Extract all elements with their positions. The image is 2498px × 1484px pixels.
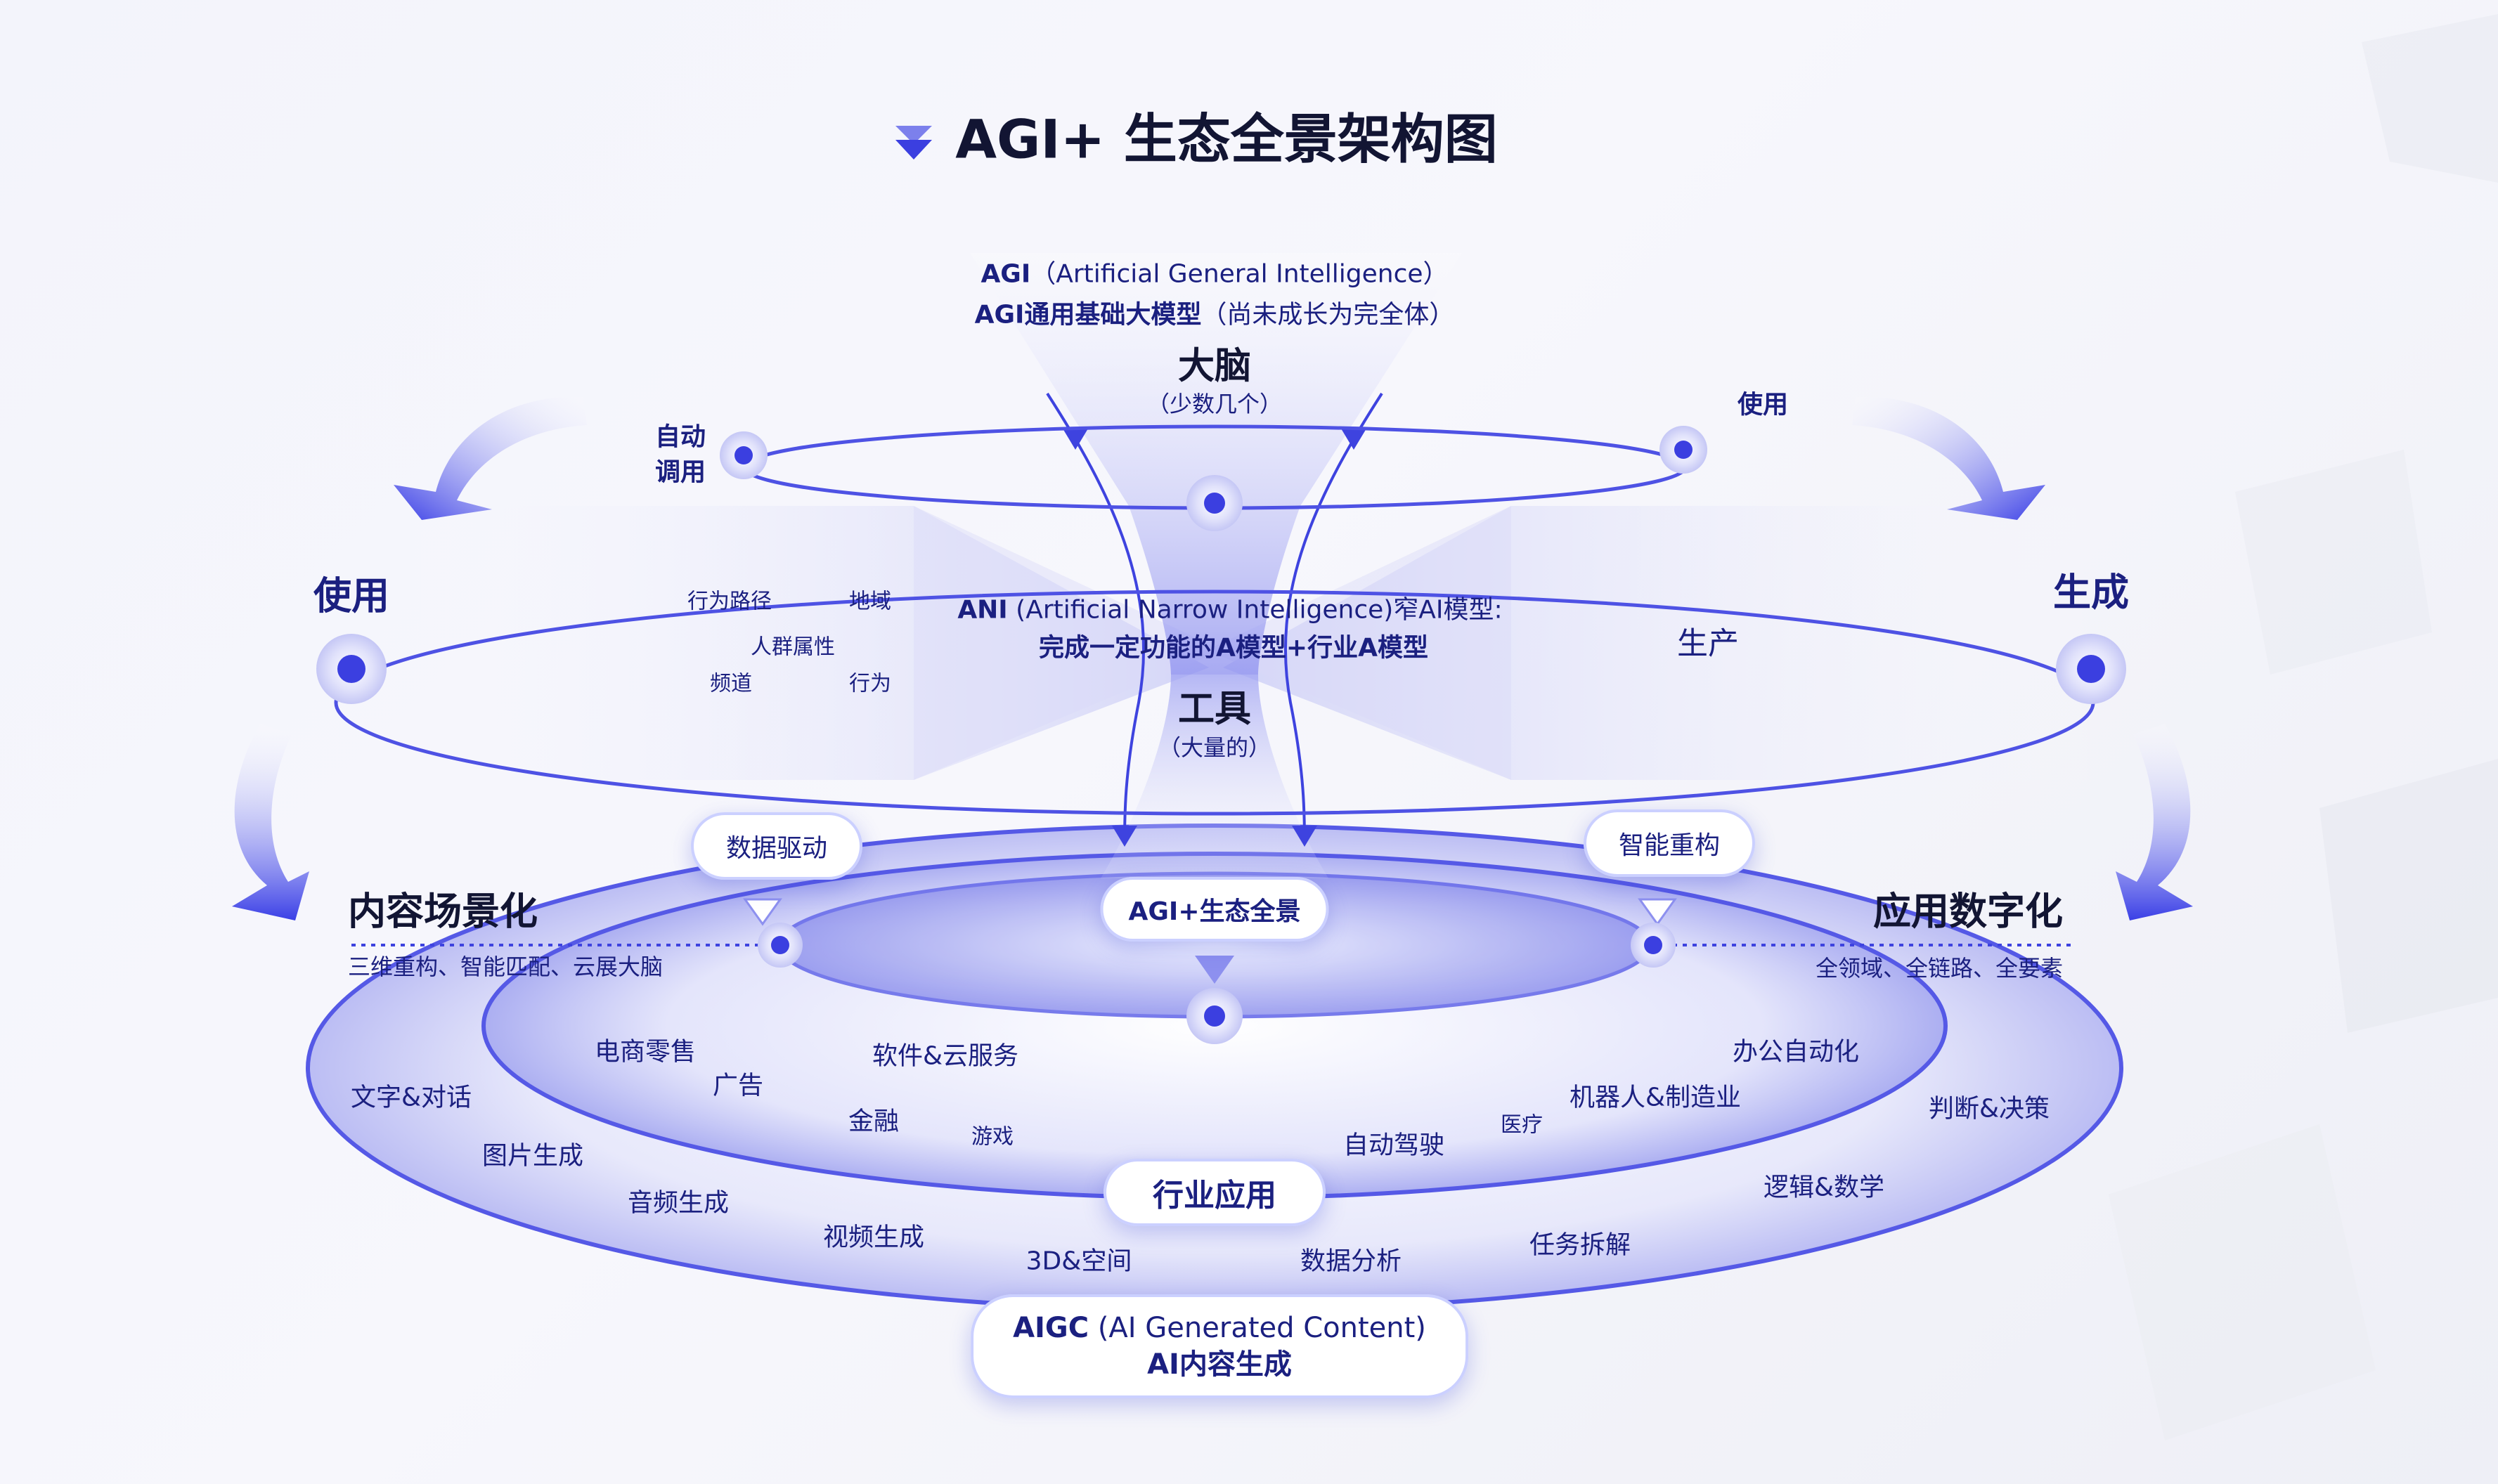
ani-line-1: ANI (Artificial Narrow Intelligence)窄AI模… [957, 594, 1502, 626]
inner-item-software: 软件&云服务 [872, 1041, 1019, 1071]
aigc-pill: AIGC (AI Generated Content) AI内容生成 [971, 1294, 1468, 1398]
aigc-rest: (AI Generated Content) [1089, 1312, 1426, 1344]
arrow-right-down [2116, 724, 2193, 920]
outer-item-logic: 逻辑&数学 [1763, 1173, 1885, 1202]
outer-item-judgement: 判断&决策 [1928, 1094, 2050, 1124]
agi-line-1-bold: AGI [981, 259, 1031, 289]
inner-item-autodrive: 自动驾驶 [1342, 1131, 1445, 1160]
page-title: AGI+ 生态全景架构图 [955, 108, 1498, 171]
x-plane-left [351, 506, 1209, 780]
outer-item-3d: 3D&空间 [1025, 1247, 1132, 1276]
tag-region: 地域 [849, 589, 891, 614]
arrow-top-left [394, 396, 587, 520]
brain-note: （少数几个） [1146, 391, 1283, 417]
inner-item-medical: 医疗 [1501, 1112, 1543, 1138]
aigc-line-1: AIGC (AI Generated Content) [1013, 1310, 1426, 1346]
inner-item-finance: 金融 [848, 1107, 900, 1136]
inner-item-ecommerce: 电商零售 [594, 1037, 697, 1067]
auto-call-label-1: 自动 [654, 422, 706, 452]
outer-item-task-split: 任务拆解 [1529, 1230, 1631, 1260]
agi-line-2-rest: （尚未成长为完全体） [1201, 300, 1455, 330]
middle-use-label: 使用 [313, 573, 389, 618]
inner-item-robotics: 机器人&制造业 [1569, 1083, 1742, 1112]
tag-behavior-path: 行为路径 [687, 589, 772, 614]
agi-eco-pill: AGI+生态全景 [1100, 877, 1329, 942]
arrow-top-right [1852, 396, 2045, 520]
auto-call-label-2: 调用 [654, 457, 706, 487]
app-digital-sub: 全领域、全链路、全要素 [1815, 955, 2063, 982]
x-plane-right [1223, 506, 2144, 780]
agi-line-2-bold: AGI通用基础大模型 [974, 300, 1202, 330]
tool-note: （大量的） [1158, 734, 1271, 761]
aigc-line-2: AI内容生成 [1147, 1348, 1292, 1381]
agi-line-1: AGI（Artificial General Intelligence） [981, 259, 1448, 290]
outer-item-image: 图片生成 [481, 1141, 584, 1171]
industry-app-pill: 行业应用 [1104, 1159, 1326, 1226]
produce-label: 生产 [1677, 625, 1739, 662]
inner-item-ads: 广告 [712, 1071, 764, 1100]
outer-item-text: 文字&对话 [350, 1083, 472, 1112]
background-cubes [2109, 14, 2498, 1440]
funnel-top [970, 253, 1462, 675]
smart-rebuild-pill: 智能重构 [1583, 809, 1756, 877]
inner-item-office: 办公自动化 [1732, 1037, 1860, 1067]
x-plane-center [914, 506, 1511, 780]
outer-item-audio: 音频生成 [627, 1188, 730, 1218]
tag-behavior: 行为 [849, 671, 891, 696]
tag-channel: 频道 [710, 671, 752, 696]
ani-line-1-bold: ANI [957, 595, 1008, 625]
ani-line-1-rest: (Artificial Narrow Intelligence)窄AI模型: [1007, 595, 1503, 625]
nodes [316, 426, 2126, 1044]
aigc-bold: AIGC [1013, 1312, 1089, 1344]
agi-line-1-rest: （Artificial General Intelligence） [1030, 259, 1449, 289]
app-digital-title: 应用数字化 [1873, 889, 2063, 934]
tag-audience: 人群属性 [751, 634, 835, 660]
arrow-left-down [232, 724, 309, 920]
data-driven-pill: 数据驱动 [690, 812, 863, 880]
inner-item-games: 游戏 [971, 1124, 1014, 1150]
outer-item-video: 视频生成 [822, 1223, 925, 1252]
middle-generate-label: 生成 [2053, 570, 2129, 615]
brain-label: 大脑 [1177, 345, 1252, 388]
top-use-label: 使用 [1737, 390, 1789, 419]
tool-label: 工具 [1177, 688, 1252, 731]
chevron-down-icon [895, 126, 932, 160]
content-scene-sub: 三维重构、智能匹配、云展大脑 [348, 953, 664, 980]
funnel-bottom [1101, 675, 1328, 878]
content-scene-title: 内容场景化 [348, 889, 538, 934]
outer-item-data-analysis: 数据分析 [1300, 1247, 1402, 1276]
agi-line-2: AGI通用基础大模型（尚未成长为完全体） [975, 299, 1455, 331]
ani-line-2: 完成一定功能的A模型+行业A模型 [1039, 633, 1428, 663]
